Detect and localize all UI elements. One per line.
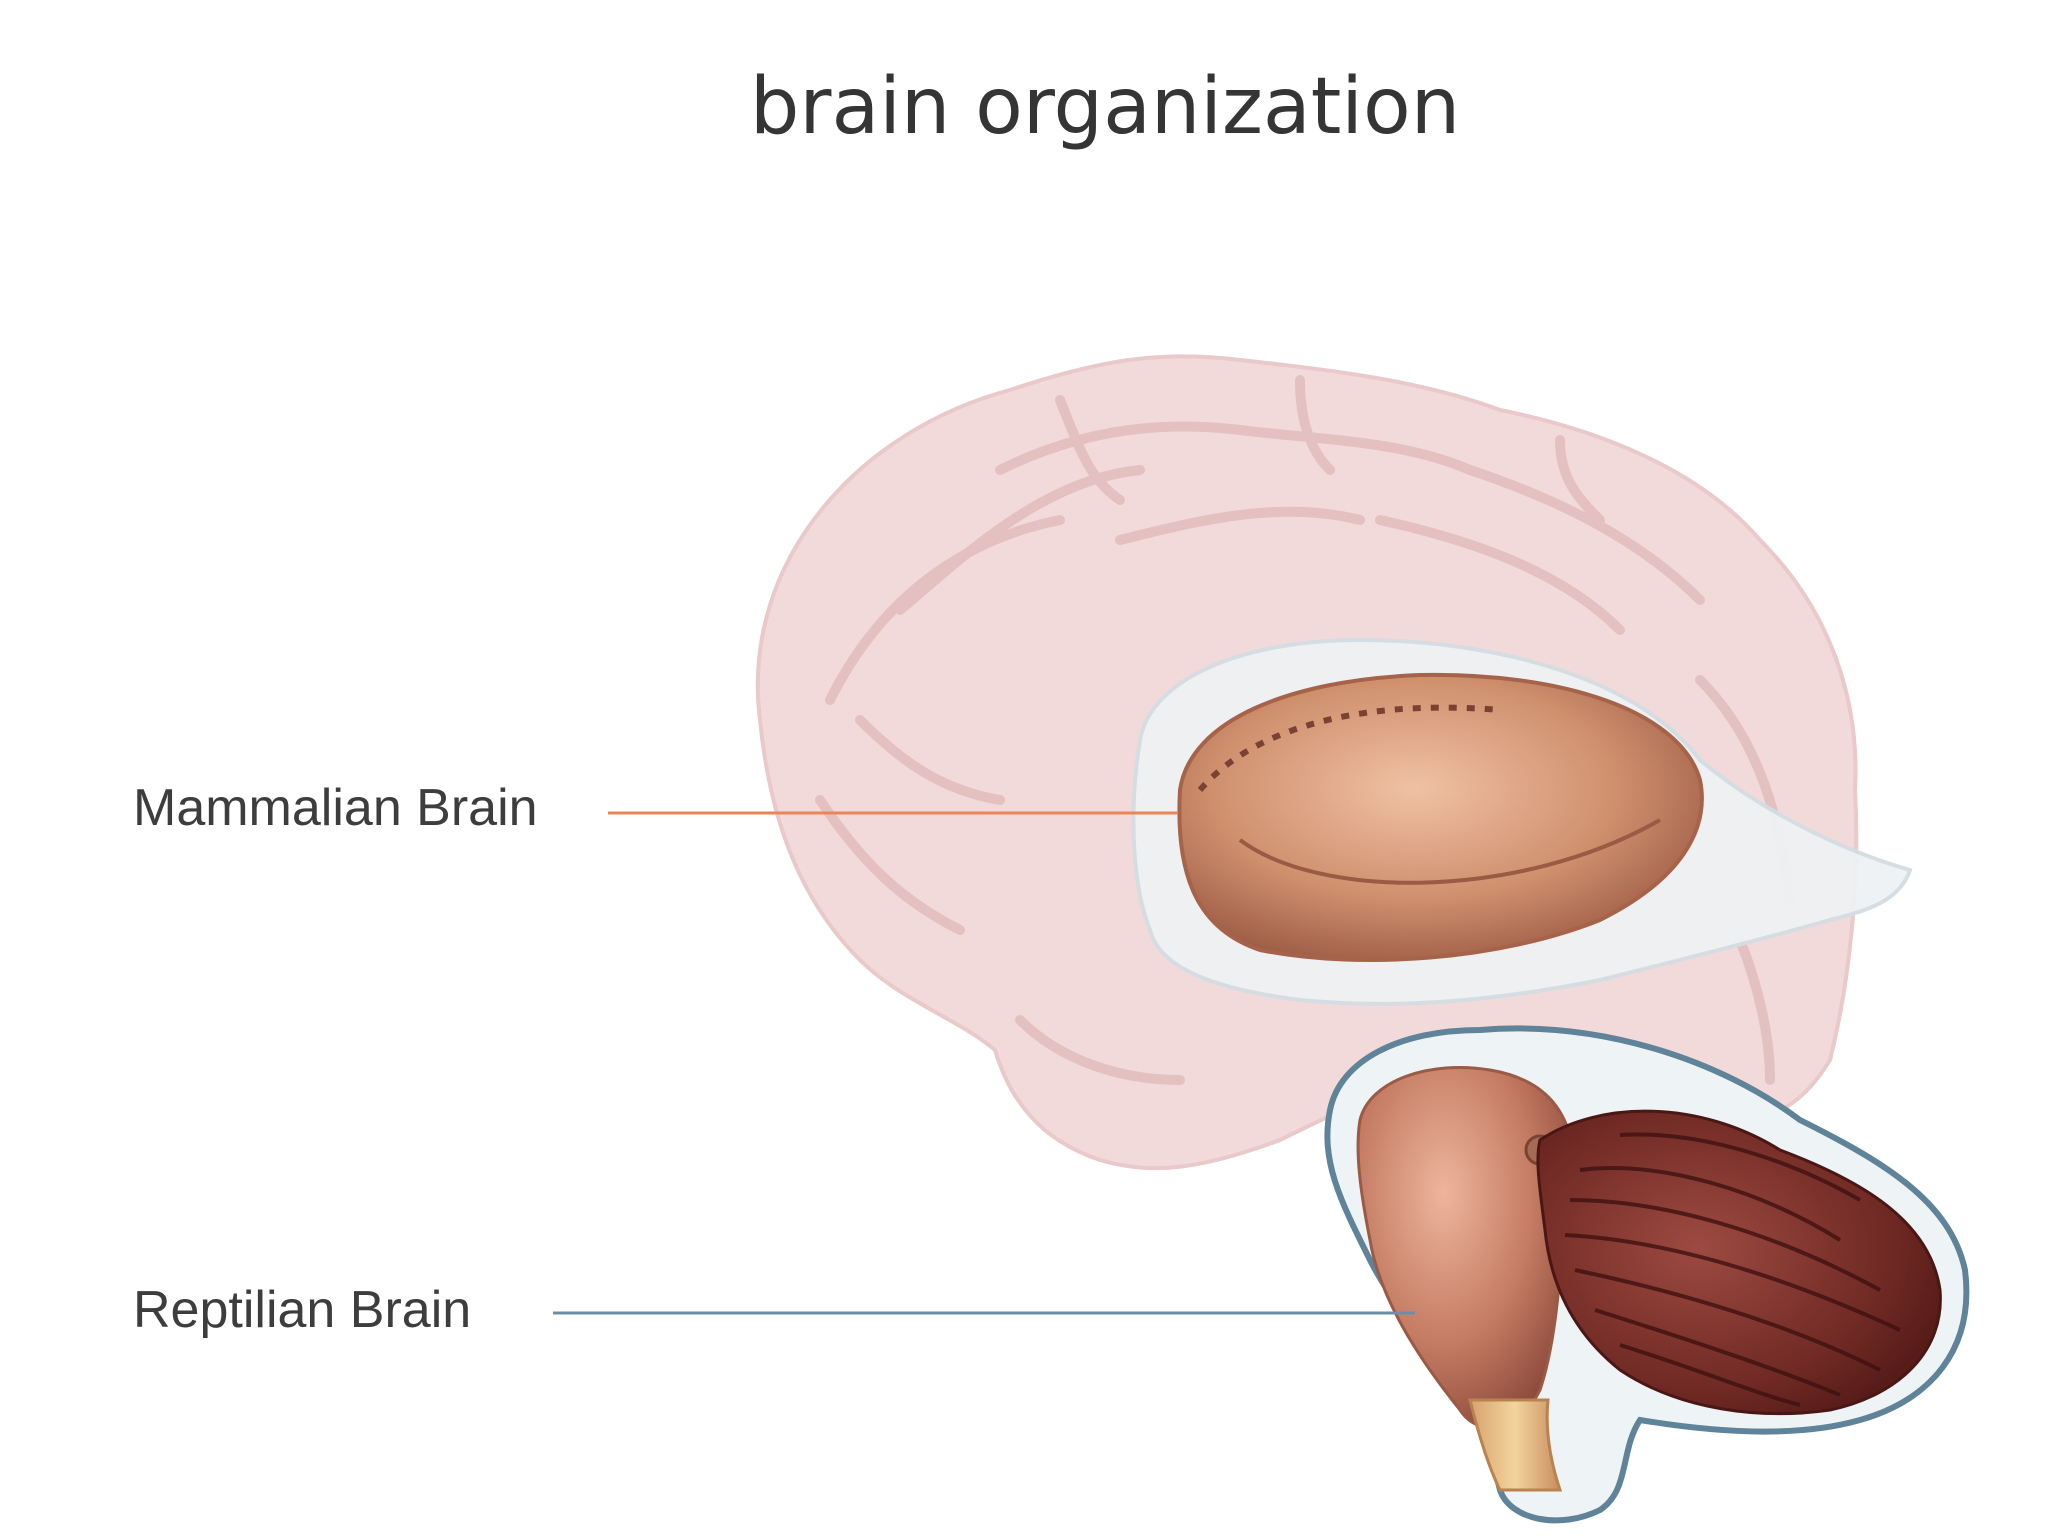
brainstem-shape	[1358, 1067, 1572, 1490]
